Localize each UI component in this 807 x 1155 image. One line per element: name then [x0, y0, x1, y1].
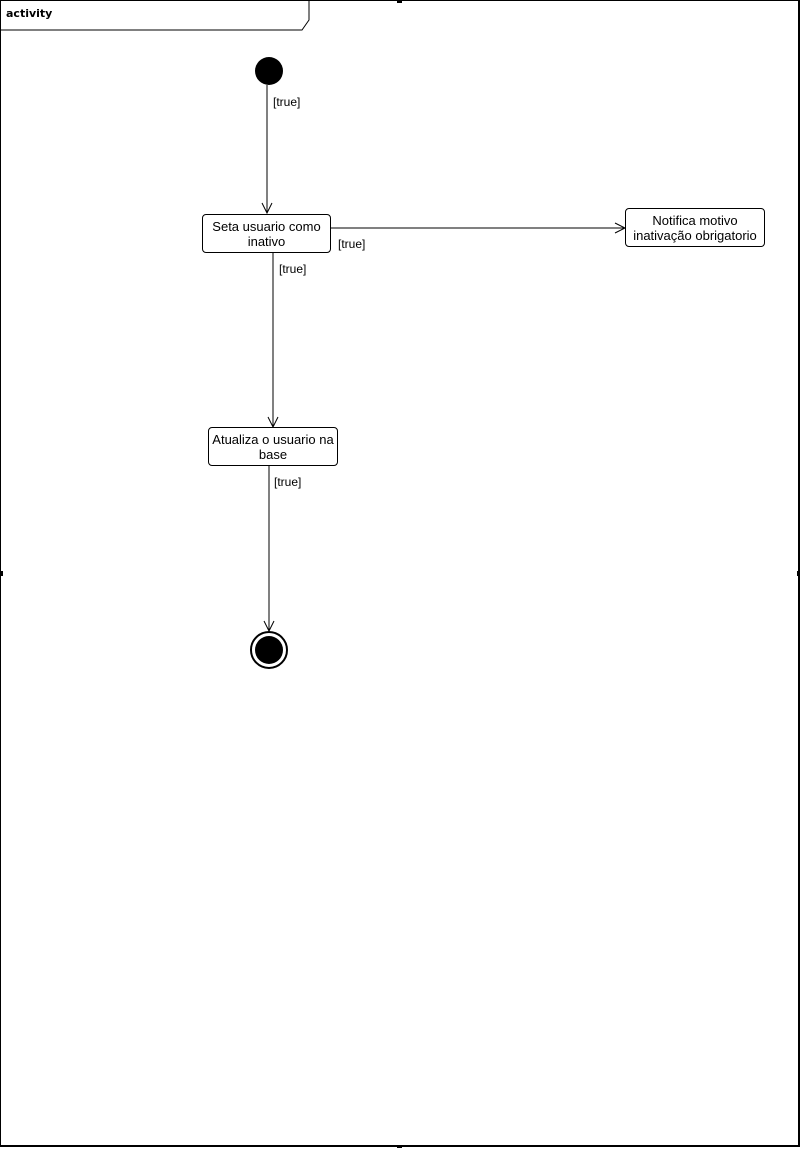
frame-handle-left [0, 571, 3, 576]
action-label: Atualiza o usuario na base [212, 431, 334, 462]
action-label: Seta usuario como inativo [212, 218, 321, 249]
frame-handle-top [397, 0, 402, 3]
guard-label: [true] [273, 95, 301, 109]
initial-node[interactable] [255, 57, 283, 85]
guard-label: [true] [338, 237, 366, 251]
frame-title-tab [1, 1, 310, 31]
action-update-user-db[interactable]: Atualiza o usuario na base [208, 427, 338, 466]
frame-handle-bottom [397, 1145, 402, 1148]
action-label: Notifica motivo inativação obrigatorio [633, 212, 757, 243]
final-node-core [255, 636, 283, 664]
guard-label: [true] [274, 475, 302, 489]
guard-label: [true] [279, 262, 307, 276]
action-notify-reason[interactable]: Notifica motivo inativação obrigatorio [625, 208, 765, 247]
flow-arrowhead [261, 202, 273, 215]
frame-handle-right [797, 571, 800, 576]
frame-label: activity [6, 7, 53, 20]
action-set-user-inactive[interactable]: Seta usuario como inativo [202, 214, 331, 253]
